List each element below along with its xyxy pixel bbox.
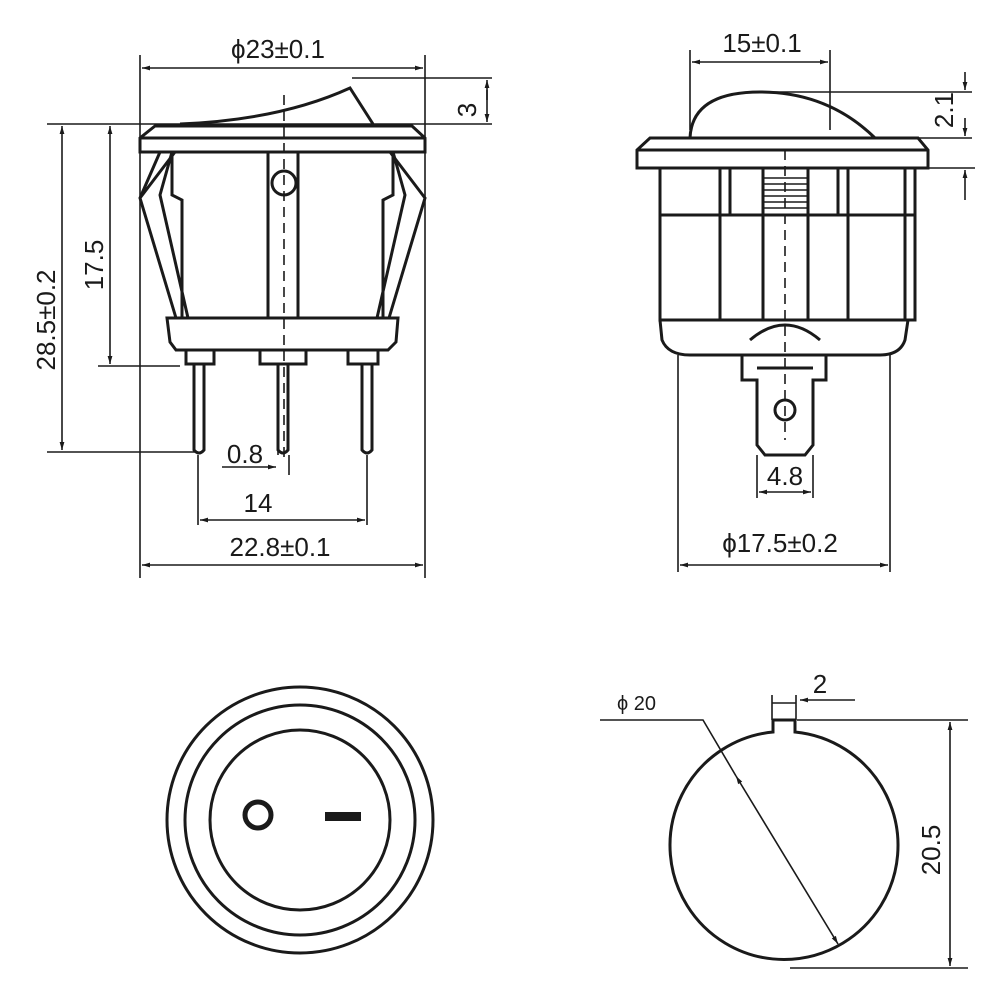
dim-base-width: 22.8±0.1	[229, 532, 330, 562]
dim-pin-spacing: 14	[244, 488, 273, 518]
dome	[688, 90, 877, 140]
side-view: 15±0.1 2.1 4.8 ϕ17.5±0.2	[635, 28, 975, 572]
dim-body-diameter: ϕ17.5±0.2	[722, 528, 838, 558]
dim-dome-width: 15±0.1	[722, 28, 801, 58]
dim-dome-height: 2.1	[929, 92, 959, 128]
dim-body-height: 17.5	[79, 240, 109, 291]
front-view: ϕ23±0.1 3 28.5±0.2 17.5 0.8 14 22.8±0.1	[31, 34, 492, 578]
top-view	[165, 685, 435, 955]
dim-total-height: 28.5±0.2	[31, 269, 61, 370]
dim-terminal-width: 4.8	[767, 461, 803, 491]
panel-cutout: 2 20.5 ϕ 20	[600, 669, 968, 969]
pin-left	[192, 364, 206, 455]
rocker-face	[208, 728, 392, 912]
dim-notch-width: 2	[813, 669, 827, 699]
on-symbol-icon	[325, 812, 361, 821]
dim-top-width: ϕ23±0.1	[231, 34, 325, 64]
side-base	[658, 319, 910, 357]
base	[165, 316, 400, 352]
cutout-outline	[668, 718, 900, 961]
dim-cutout-height: 20.5	[916, 825, 946, 876]
dim-cutout-diameter: ϕ 20	[617, 693, 656, 715]
quick-connect-terminal	[740, 355, 828, 457]
off-symbol-icon	[242, 799, 274, 831]
rocker	[179, 86, 375, 126]
pin-right	[360, 364, 374, 455]
dim-rocker-height: 3	[452, 103, 482, 117]
pin-center	[276, 364, 290, 455]
dim-pin-width: 0.8	[227, 439, 263, 469]
